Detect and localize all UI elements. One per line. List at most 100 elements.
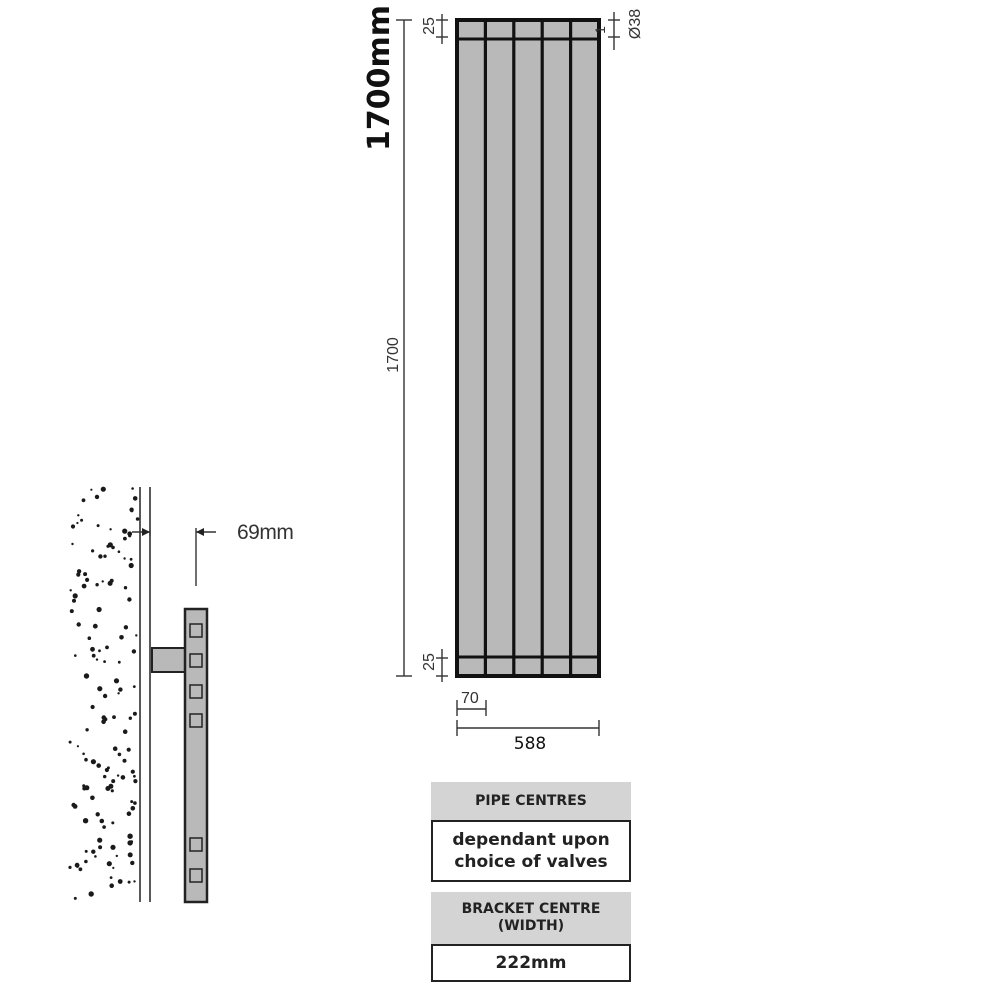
wall-speckle <box>122 758 127 763</box>
wall-speckle <box>123 536 127 541</box>
wall-speckle <box>128 534 132 538</box>
wall-speckle <box>131 649 137 654</box>
wall-speckle <box>98 554 103 559</box>
wall-speckle <box>111 821 115 825</box>
wall-speckle <box>98 845 103 850</box>
wall-speckle <box>81 583 87 589</box>
wall-speckle <box>109 876 113 879</box>
wall-speckle <box>90 704 95 710</box>
column-width-label: 70 <box>461 690 479 707</box>
wall-speckle <box>90 646 95 652</box>
wall-speckle <box>128 716 132 720</box>
wall-speckle <box>101 719 106 725</box>
wall-texture <box>68 486 140 900</box>
pipe-centres-value-box: dependant upon choice of valves <box>431 820 631 882</box>
wall-speckle <box>95 583 99 587</box>
height-label: 1700 <box>385 337 402 373</box>
wall-speckle <box>132 685 136 688</box>
wall-speckle <box>72 804 78 809</box>
wall-speckle <box>90 488 93 491</box>
wall-speckle <box>78 867 83 872</box>
wall-speckle <box>126 747 131 752</box>
wall-speckle <box>106 766 110 770</box>
wall-speckle <box>71 542 74 546</box>
wall-speckle <box>68 865 72 870</box>
radiator-front <box>455 18 601 678</box>
wall-speckle <box>91 849 96 854</box>
wall-speckle <box>101 580 104 583</box>
wall-speckle <box>132 496 138 501</box>
wall-speckle <box>82 818 89 824</box>
wall-speckle <box>122 729 128 734</box>
wall-speckle <box>117 550 121 553</box>
wall-speckle <box>76 521 79 525</box>
wall-speckle <box>69 589 72 592</box>
wall-speckle <box>106 544 110 548</box>
wall-speckle <box>116 774 120 777</box>
wall-speckle <box>85 728 89 732</box>
width-label: 588 <box>514 734 546 754</box>
wall-speckle <box>102 693 108 699</box>
wall-speckle <box>118 687 123 692</box>
pipe-diameter-label: Ø38 <box>627 9 644 39</box>
wall-speckle <box>109 528 112 531</box>
wall-speckle <box>133 779 138 784</box>
wall-speckle <box>91 549 95 553</box>
wall-speckle <box>133 801 137 805</box>
wall-speckle <box>127 597 132 602</box>
wall-speckle <box>131 487 134 490</box>
wall-speckle <box>119 635 124 640</box>
front-view: 1700 1700mm 25 25 1 Ø38 70 <box>362 5 644 754</box>
wall-speckle <box>76 569 82 574</box>
top-gap-dimension <box>436 14 448 44</box>
wall-speckle <box>113 678 120 684</box>
wall-speckle <box>72 593 78 599</box>
wall-speckle <box>87 636 92 640</box>
side-view: 69mm <box>68 486 294 904</box>
projection-dimension <box>132 528 216 586</box>
wall-speckle <box>94 494 100 500</box>
wall-speckle <box>133 880 136 883</box>
wall-speckle <box>82 752 85 756</box>
wall-speckle <box>123 557 126 560</box>
wall-speckle <box>103 660 106 663</box>
bracket-centre-value-box: 222mm <box>431 944 631 982</box>
wall-speckle <box>129 557 133 561</box>
wall-speckle <box>84 757 88 762</box>
wall-speckle <box>126 811 132 816</box>
wall-speckle <box>129 507 134 512</box>
wall-speckle <box>90 759 96 765</box>
wall-speckle <box>98 649 101 653</box>
wall-speckle <box>76 622 81 627</box>
wall-speckle <box>117 752 122 757</box>
wall-speckle <box>110 844 116 850</box>
wall-speckle <box>76 745 79 748</box>
wall-speckle <box>108 783 114 789</box>
wall-speckle <box>74 862 80 868</box>
wall-speckle <box>68 740 72 744</box>
height-heading: 1700mm <box>362 5 397 151</box>
width-dimension <box>456 720 600 736</box>
wall-speckle <box>96 763 101 768</box>
wall-speckle <box>82 784 86 788</box>
wall-speckle <box>73 896 77 900</box>
wall-speckle <box>103 774 107 779</box>
wall-speckle <box>105 645 109 650</box>
wall-speckle <box>112 746 118 751</box>
pipe-centres-line2: choice of valves <box>454 852 608 872</box>
pipe-centres-label: PIPE CENTRES <box>475 792 587 809</box>
wall-speckle <box>127 852 133 858</box>
wall-speckle <box>94 855 97 858</box>
wall-speckle <box>117 879 123 884</box>
radiator-columns <box>483 20 573 676</box>
wall-speckle <box>84 785 90 791</box>
wall-speckle <box>91 653 96 658</box>
bracket-centre-label-line1: BRACKET CENTRE <box>461 901 601 917</box>
pipe-centres-line1: dependant upon <box>452 830 610 850</box>
wall-speckle <box>70 524 76 529</box>
pipe-offset-dimension <box>608 12 620 50</box>
wall-speckle <box>83 673 90 679</box>
wall-bracket <box>151 647 186 673</box>
wall-speckle <box>72 598 76 603</box>
wall-speckle <box>92 623 98 629</box>
